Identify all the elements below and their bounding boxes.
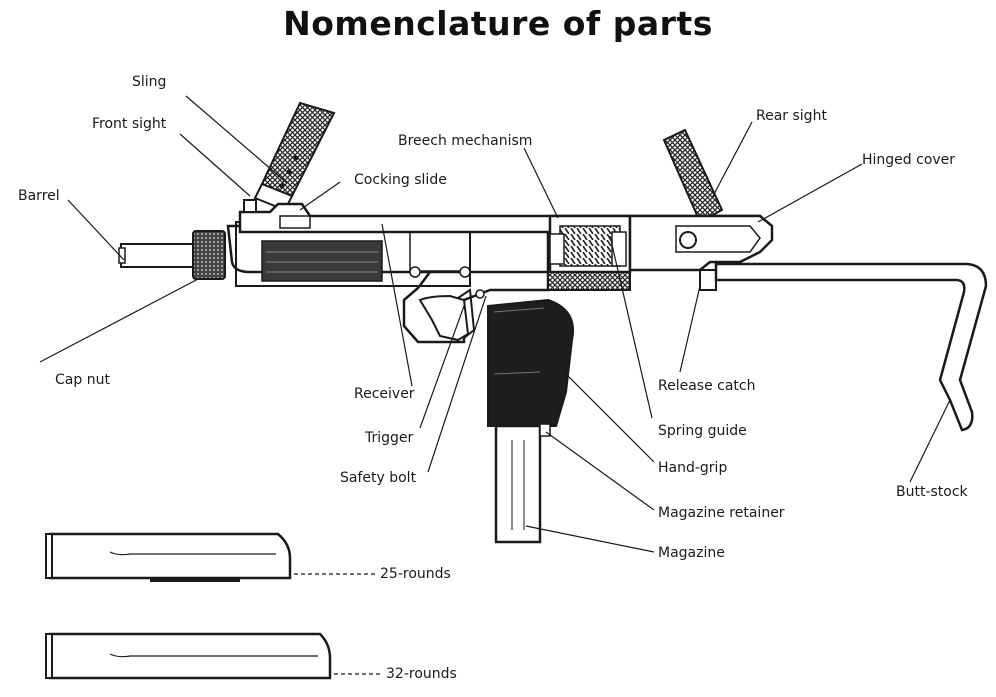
label-safety-bolt: Safety bolt bbox=[340, 470, 417, 486]
label-front-sight: Front sight bbox=[92, 116, 167, 132]
label-butt-stock: Butt-stock bbox=[896, 484, 968, 500]
label-spring-guide: Spring guide bbox=[658, 423, 747, 439]
label-receiver: Receiver bbox=[354, 386, 415, 402]
label-hinged-cover: Hinged cover bbox=[862, 152, 956, 168]
diagram-title: Nomenclature of parts bbox=[283, 4, 713, 43]
label-sling: Sling bbox=[132, 74, 167, 90]
label-magazine: Magazine bbox=[658, 545, 725, 561]
barrel-shape bbox=[118, 243, 194, 268]
rear-receiver-shape bbox=[628, 214, 774, 291]
label-trigger: Trigger bbox=[365, 430, 414, 446]
label-barrel: Barrel bbox=[18, 188, 60, 204]
label-25-rounds: 25-rounds bbox=[380, 566, 451, 582]
label-32-rounds: 32-rounds bbox=[386, 666, 457, 682]
label-cocking-slide: Cocking slide bbox=[354, 172, 447, 188]
magazine-32-shape bbox=[45, 632, 332, 680]
magazine-shape bbox=[494, 423, 551, 544]
cap-nut-shape bbox=[192, 230, 226, 280]
hand-grip-shape bbox=[487, 298, 574, 427]
leader-lines bbox=[39, 95, 951, 675]
label-cap-nut: Cap nut bbox=[55, 372, 110, 388]
label-magazine-retainer: Magazine retainer bbox=[658, 505, 785, 521]
sling-rear-strap bbox=[662, 128, 724, 224]
label-rear-sight: Rear sight bbox=[756, 108, 827, 124]
label-breech-mechanism: Breech mechanism bbox=[398, 133, 533, 149]
butt-stock-shape bbox=[714, 262, 988, 432]
label-release-catch: Release catch bbox=[658, 378, 756, 394]
label-hand-grip: Hand-grip bbox=[658, 460, 728, 476]
magazine-25-shape bbox=[45, 532, 292, 582]
breech-mechanism-shape bbox=[547, 214, 632, 291]
